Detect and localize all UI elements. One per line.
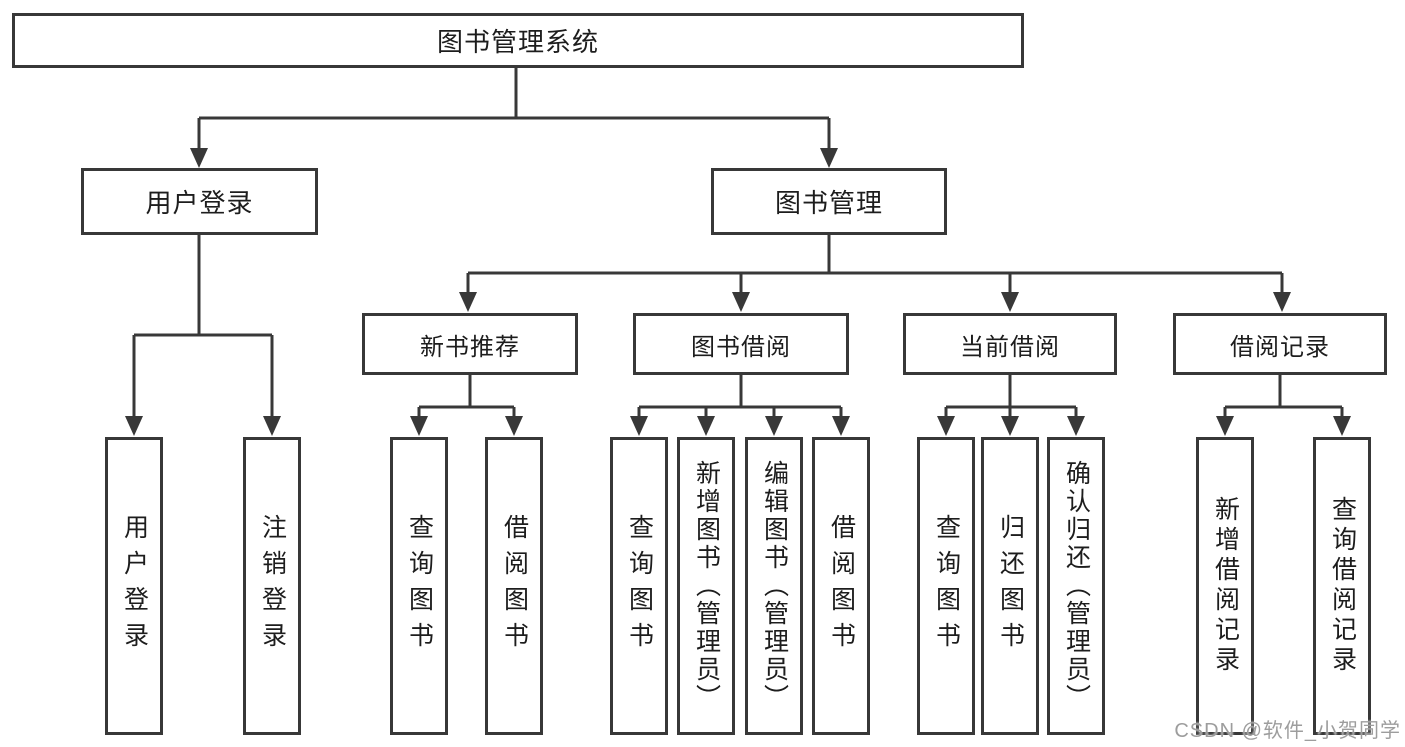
node-current-borrowing: 当前借阅: [903, 313, 1117, 375]
leaf-newbook-query-books: 查询图书: [390, 437, 448, 735]
node-book-borrowing: 图书借阅: [633, 313, 849, 375]
leaf-borrow-borrow-books: 借阅图书: [812, 437, 870, 735]
connector-current-borrow-children: [937, 375, 1085, 436]
leaf-current-return-books: 归还图书: [981, 437, 1039, 735]
connector-new-book-children: [410, 375, 523, 436]
leaf-record-add-borrow-record: 新增借阅记录: [1196, 437, 1254, 735]
leaf-borrow-edit-books-admin: 编辑图书（管理员）: [745, 437, 803, 735]
leaf-record-query-borrow-record: 查询借阅记录: [1313, 437, 1371, 735]
node-borrowing-records: 借阅记录: [1173, 313, 1387, 375]
leaf-user-login: 用户登录: [105, 437, 163, 735]
watermark-csdn: CSDN @软件_小贺同学: [1174, 720, 1401, 742]
node-library-management-system: 图书管理系统: [12, 13, 1024, 68]
connector-book-mgmt-children: [459, 235, 1291, 312]
leaf-borrow-query-books: 查询图书: [610, 437, 668, 735]
connector-root-to-level2: [190, 68, 838, 168]
leaf-newbook-borrow-books: 借阅图书: [485, 437, 543, 735]
connector-user-login-children: [125, 235, 281, 436]
connector-book-borrow-children: [630, 375, 850, 436]
leaf-logout: 注销登录: [243, 437, 301, 735]
leaf-current-query-books: 查询图书: [917, 437, 975, 735]
leaf-borrow-add-books-admin: 新增图书（管理员）: [677, 437, 735, 735]
leaf-current-confirm-return-admin: 确认归还（管理员）: [1047, 437, 1105, 735]
node-book-management: 图书管理: [711, 168, 947, 235]
connector-borrow-record-children: [1216, 375, 1351, 436]
node-new-book-recommendation: 新书推荐: [362, 313, 578, 375]
node-user-login: 用户登录: [81, 168, 318, 235]
